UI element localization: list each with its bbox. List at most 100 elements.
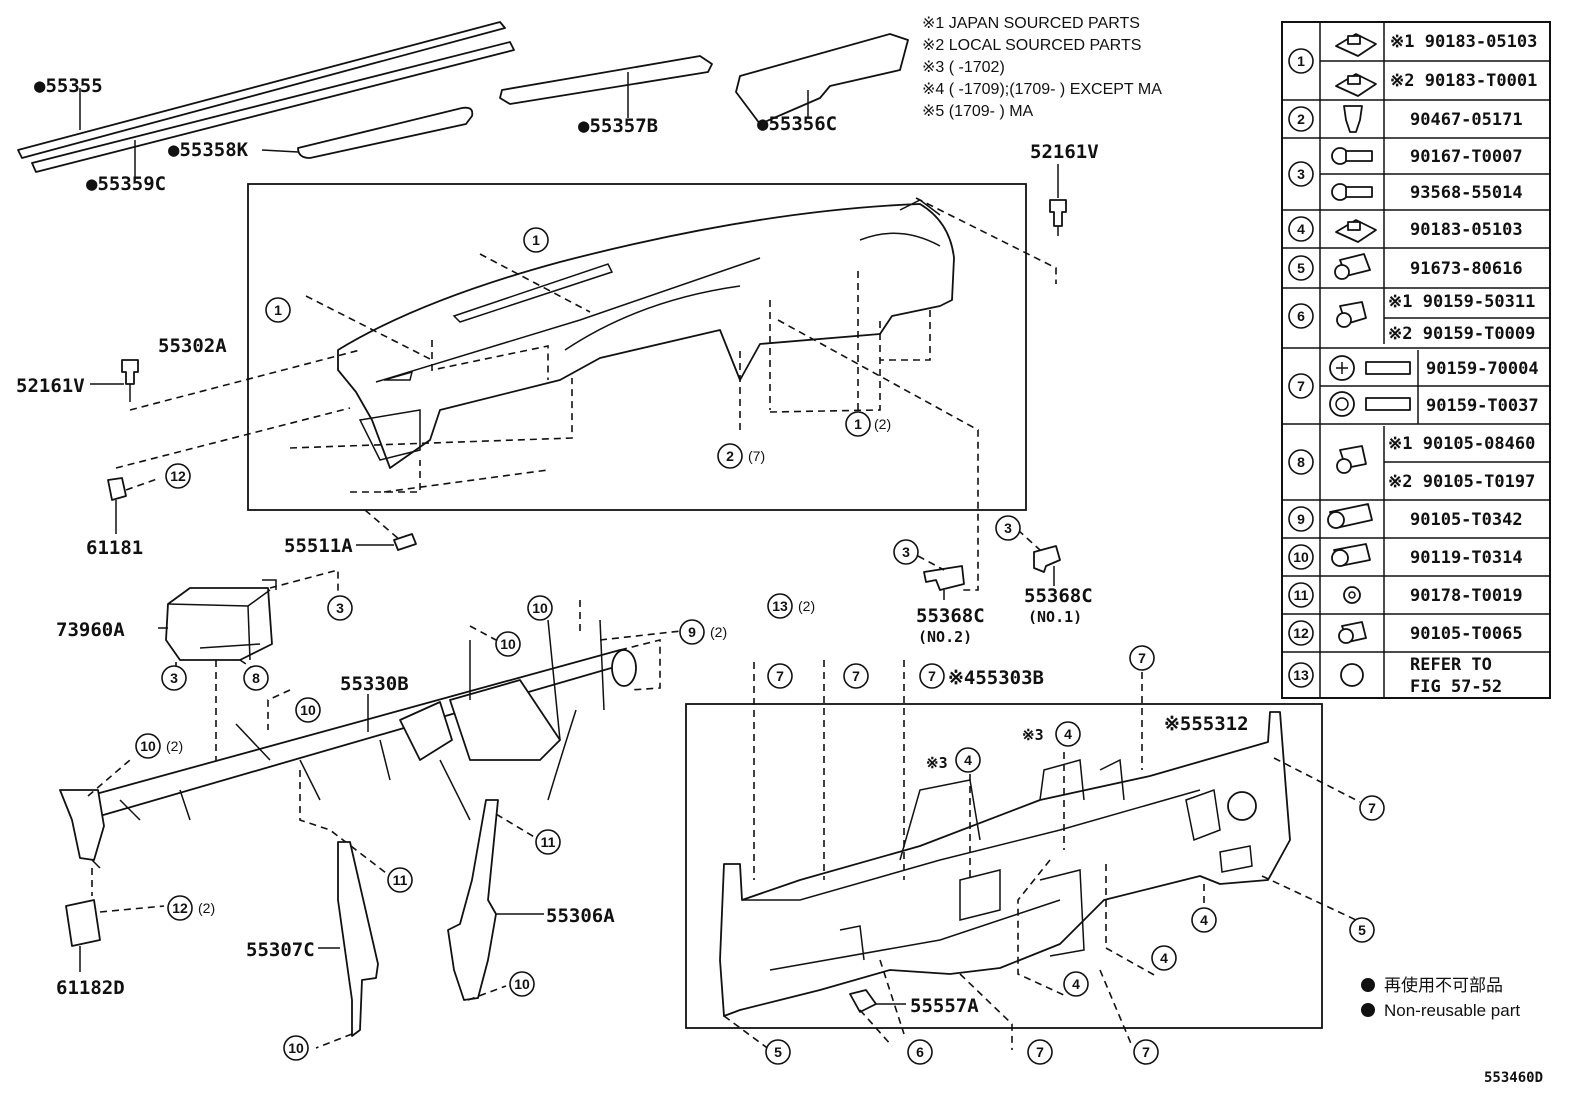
note-3: ※3 ( -1702) xyxy=(922,59,1005,76)
svg-text:7: 7 xyxy=(1297,378,1305,394)
table-6-row-2: ※2 90159-T0009 xyxy=(1388,324,1535,344)
table-num-12: 12 xyxy=(1288,620,1314,646)
callout-7: 7 xyxy=(1359,795,1385,821)
label-55306a: 55306A xyxy=(546,905,615,927)
svg-text:13: 13 xyxy=(772,598,788,614)
svg-text:11: 11 xyxy=(393,872,408,888)
qty-2: (2) xyxy=(874,416,891,432)
label-55303b: ※455303B xyxy=(948,667,1044,689)
svg-text:8: 8 xyxy=(252,670,260,686)
cover-55511a xyxy=(393,533,417,551)
table-num-9: 9 xyxy=(1288,506,1314,532)
svg-text:12: 12 xyxy=(170,468,186,484)
label-55511a: 55511A xyxy=(284,535,353,557)
table-num-4: 4 xyxy=(1288,216,1314,242)
label-55302a: 55302A xyxy=(158,335,227,357)
callout-3: 3 xyxy=(995,515,1021,541)
table-8-row-1: ※1 90105-08460 xyxy=(1388,434,1535,454)
svg-text:4: 4 xyxy=(1200,912,1208,928)
svg-text:10: 10 xyxy=(500,636,516,652)
svg-text:11: 11 xyxy=(541,834,556,850)
qty-2: (2) xyxy=(166,738,183,754)
qty-7: (7) xyxy=(748,448,765,464)
callout-10: 10 xyxy=(295,697,321,723)
callout-1: 1 xyxy=(523,227,549,253)
callout-6: 6 xyxy=(907,1039,933,1065)
clip-52161v-left-icon xyxy=(121,359,139,402)
svg-text:3: 3 xyxy=(902,544,910,560)
table-4-row-1: 90183-05103 xyxy=(1410,220,1523,240)
svg-text:5: 5 xyxy=(1358,922,1366,938)
table-num-3: 3 xyxy=(1288,161,1314,187)
callout-3: 3 xyxy=(327,595,353,621)
svg-text:9: 9 xyxy=(688,624,696,640)
bolt-icon xyxy=(1343,586,1361,604)
label-note3-b: ※3 xyxy=(1022,726,1044,744)
svg-text:3: 3 xyxy=(336,600,344,616)
note-5: ※5 (1709- ) MA xyxy=(922,103,1034,120)
fastener-table: 1 2 3 4 5 6 7 8 9 10 11 12 13 ※1 90183-0… xyxy=(1281,21,1551,699)
table-1-row-2: ※2 90183-T0001 xyxy=(1390,71,1537,91)
svg-text:2: 2 xyxy=(726,448,734,464)
callout-5: 5 xyxy=(765,1039,791,1065)
bracket-61182d xyxy=(65,899,101,947)
airbag-73960a xyxy=(165,579,277,661)
brace-55306a xyxy=(447,799,499,1001)
reinforcement-55330b xyxy=(59,619,637,869)
table-num-10: 10 xyxy=(1288,544,1314,570)
table-2-row-1: 90467-05171 xyxy=(1410,110,1523,130)
table-13-row-1: REFER TO xyxy=(1410,655,1492,675)
svg-text:3: 3 xyxy=(1004,520,1012,536)
svg-text:10: 10 xyxy=(532,600,548,616)
callout-10: 10 xyxy=(495,631,521,657)
black-dot-icon xyxy=(1361,1003,1375,1017)
svg-text:7: 7 xyxy=(1142,1044,1150,1060)
label-55355: ●55355 xyxy=(34,75,103,97)
label-55368c-no2-sub: (NO.2) xyxy=(918,628,972,646)
svg-text:4: 4 xyxy=(1297,221,1305,237)
callout-12: 12 xyxy=(167,895,193,921)
assembly-box-55302a xyxy=(247,183,1027,511)
table-9-row-1: 90105-T0342 xyxy=(1410,510,1523,530)
svg-text:1: 1 xyxy=(274,302,282,318)
table-num-13: 13 xyxy=(1288,662,1314,688)
svg-text:10: 10 xyxy=(300,702,316,718)
callout-7: 7 xyxy=(1133,1039,1159,1065)
callout-7: 7 xyxy=(767,663,793,689)
svg-text:1: 1 xyxy=(854,416,862,432)
svg-text:6: 6 xyxy=(916,1044,924,1060)
garnish-55357b xyxy=(499,55,713,105)
label-note3-a: ※3 xyxy=(926,754,948,772)
svg-text:5: 5 xyxy=(1297,260,1305,276)
svg-text:10: 10 xyxy=(514,976,530,992)
legend: 再使用不可部品 Non-reusable part xyxy=(1361,975,1520,1020)
svg-text:13: 13 xyxy=(1293,667,1309,683)
legend-en: Non-reusable part xyxy=(1384,1001,1520,1020)
callout-4: 4 xyxy=(1063,971,1089,997)
table-num-8: 8 xyxy=(1288,449,1314,475)
callout-2: 2 xyxy=(717,443,743,469)
callout-8: 8 xyxy=(243,665,269,691)
molding-55359c xyxy=(31,41,515,173)
table-6-row-1: ※1 90159-50311 xyxy=(1388,292,1535,312)
bolt-icon xyxy=(1338,621,1367,644)
callout-1: 1 xyxy=(845,411,871,437)
label-61181: 61181 xyxy=(86,537,143,559)
svg-text:5: 5 xyxy=(774,1044,782,1060)
svg-text:2: 2 xyxy=(1297,111,1305,127)
figure-id: 553460D xyxy=(1484,1070,1543,1086)
table-13-row-2: FIG 57-52 xyxy=(1410,677,1502,697)
svg-text:3: 3 xyxy=(1297,166,1305,182)
callout-4: 4 xyxy=(1151,945,1177,971)
instrument-panel-55302a xyxy=(337,199,955,469)
svg-text:12: 12 xyxy=(1293,625,1309,641)
bolt-icon xyxy=(1336,301,1367,328)
panel-reinforcement-55303b xyxy=(719,711,1291,1017)
bolt-icon xyxy=(1336,445,1367,474)
label-55368c-no2: 55368C xyxy=(916,605,985,627)
screw-icon xyxy=(1329,355,1411,381)
callout-7: 7 xyxy=(1027,1039,1053,1065)
label-55359c: ●55359C xyxy=(86,173,166,195)
screw-icon xyxy=(1329,391,1411,417)
